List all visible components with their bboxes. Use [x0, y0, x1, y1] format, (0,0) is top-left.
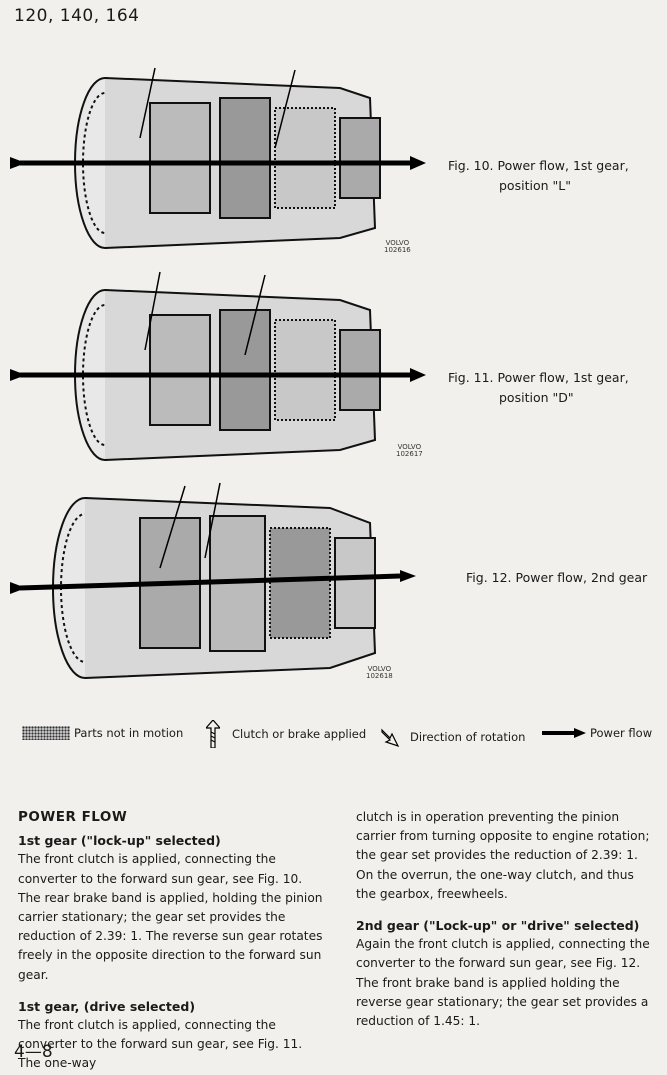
figure-11-volvo-label: VOLVO: [397, 443, 422, 451]
figure-11-illustration: [10, 270, 430, 470]
section-1st-gear-drive-body: The front clutch is applied, connecting …: [18, 1018, 303, 1071]
section-1st-gear-lockup-body: The front clutch is applied, connecting …: [18, 852, 323, 982]
legend-power-label: Power flow: [590, 726, 653, 740]
legend-direction-label: Direction of rotation: [410, 730, 526, 744]
clutch-arrow-icon: [206, 720, 220, 748]
section-title: POWER FLOW: [18, 809, 128, 825]
section-2nd-gear-body: Again the front clutch is applied, conne…: [356, 937, 650, 1029]
legend-power-flow: Power flow: [542, 726, 652, 740]
section-1st-gear-drive-continued: clutch is in operation preventing the pi…: [356, 810, 650, 901]
figure-12-caption-line1: Fig. 12. Power flow, 2nd gear: [466, 570, 648, 585]
figure-10-volvo-code: VOLVO 102616: [384, 240, 411, 254]
figure-11-caption: Fig. 11. Power flow, 1st gear, position …: [448, 368, 629, 408]
legend-direction: Direction of rotation: [380, 726, 525, 748]
text-column-right: clutch is in operation preventing the pi…: [356, 808, 656, 1031]
legend-clutch-label: Clutch or brake applied: [232, 727, 367, 741]
figure-11-code: 102617: [396, 450, 423, 458]
figure-10-illustration: [10, 58, 430, 258]
legend-parts-label: Parts not in motion: [74, 726, 184, 740]
figure-12-code: 102618: [366, 672, 393, 680]
legend: Parts not in motion Clutch or brake appl…: [0, 720, 667, 748]
page-number: 4—8: [14, 1042, 53, 1062]
figure-11-caption-line1: Fig. 11. Power flow, 1st gear,: [448, 370, 629, 385]
figure-12-caption: Fig. 12. Power flow, 2nd gear: [466, 568, 647, 588]
legend-parts-not-in-motion: Parts not in motion: [22, 726, 183, 740]
figure-12-volvo-code: VOLVO 102618: [366, 666, 393, 680]
figure-11-caption-line2: position "D": [499, 390, 574, 405]
figure-12-illustration: [10, 478, 430, 688]
figure-10-volvo-label: VOLVO: [385, 239, 410, 247]
text-column-left: POWER FLOW 1st gear ("lock-up" selected)…: [18, 808, 324, 1074]
page-header-models: 120, 140, 164: [14, 6, 140, 26]
figure-12-volvo-label: VOLVO: [367, 665, 392, 673]
rotation-arrow-icon: [381, 728, 400, 748]
section-2nd-gear-heading: 2nd gear ("Lock-up" or "drive" selected): [356, 918, 640, 934]
stipple-swatch-icon: [22, 726, 70, 740]
figure-10-code: 102616: [384, 246, 411, 254]
figure-10-caption-line2: position "L": [499, 178, 571, 193]
legend-clutch-brake: Clutch or brake applied: [206, 720, 366, 748]
figure-11-volvo-code: VOLVO 102617: [396, 444, 423, 458]
power-flow-arrow-icon: [542, 728, 586, 738]
section-1st-gear-drive-heading: 1st gear, (drive selected): [18, 998, 196, 1014]
figure-10-caption-line1: Fig. 10. Power flow, 1st gear,: [448, 158, 629, 173]
figure-10-caption: Fig. 10. Power flow, 1st gear, position …: [448, 156, 629, 196]
section-1st-gear-lockup-heading: 1st gear ("lock-up" selected): [18, 833, 221, 849]
